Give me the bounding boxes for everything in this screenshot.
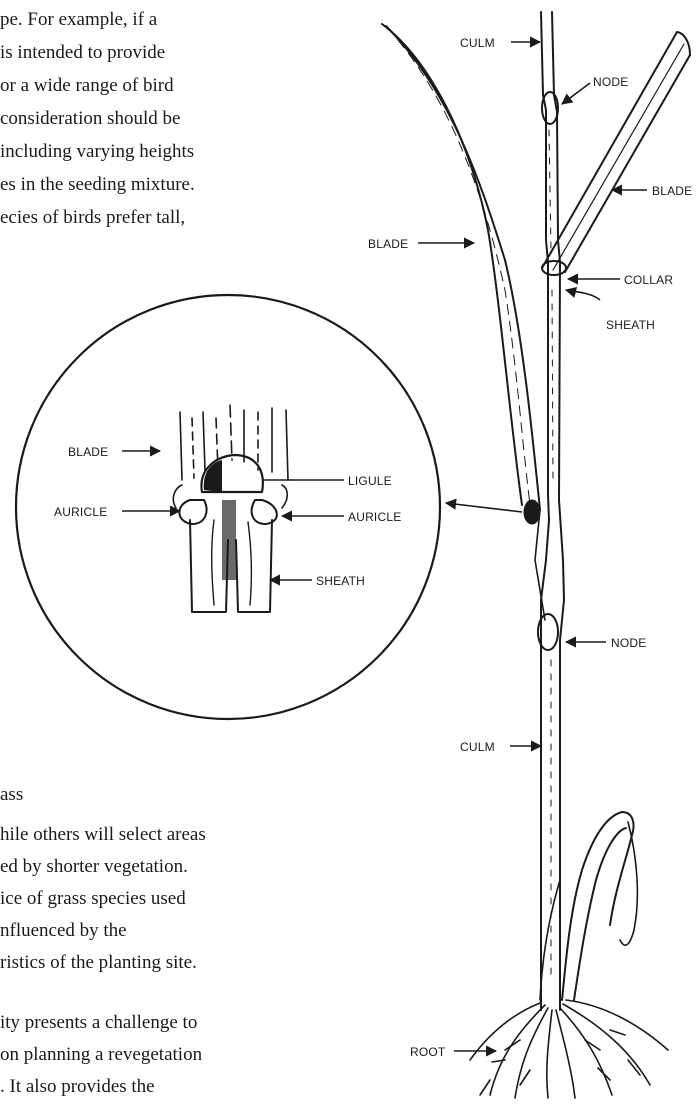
label-blade-right: BLADE xyxy=(652,184,692,198)
label-root: ROOT xyxy=(410,1045,446,1059)
label-arrows xyxy=(122,42,647,1051)
diagram-labels: CULM NODE BLADE BLADE COLLAR SHEATH NODE… xyxy=(54,36,692,1059)
grass-plant-illustration xyxy=(382,12,690,1098)
label-node-top: NODE xyxy=(593,75,628,89)
auricle-right-shape xyxy=(252,500,277,524)
label-inset-auricle-left: AURICLE xyxy=(54,505,107,519)
label-inset-auricle-right: AURICLE xyxy=(348,510,401,524)
roots xyxy=(470,1000,668,1098)
blade-junction-shape xyxy=(524,500,540,524)
culm-stem xyxy=(541,12,549,1010)
label-culm-bottom: CULM xyxy=(460,740,495,754)
label-blade-left: BLADE xyxy=(368,237,408,251)
label-inset-sheath: SHEATH xyxy=(316,574,365,588)
label-inset-blade: BLADE xyxy=(68,445,108,459)
label-sheath: SHEATH xyxy=(606,318,655,332)
auricle-left-shape xyxy=(179,500,206,524)
label-inset-ligule: LIGULE xyxy=(348,474,392,488)
blade-left-shape xyxy=(382,24,522,505)
blade-right-shape xyxy=(542,32,677,268)
label-collar: COLLAR xyxy=(624,273,673,287)
label-culm-top: CULM xyxy=(460,36,495,50)
label-node-mid: NODE xyxy=(611,636,646,650)
